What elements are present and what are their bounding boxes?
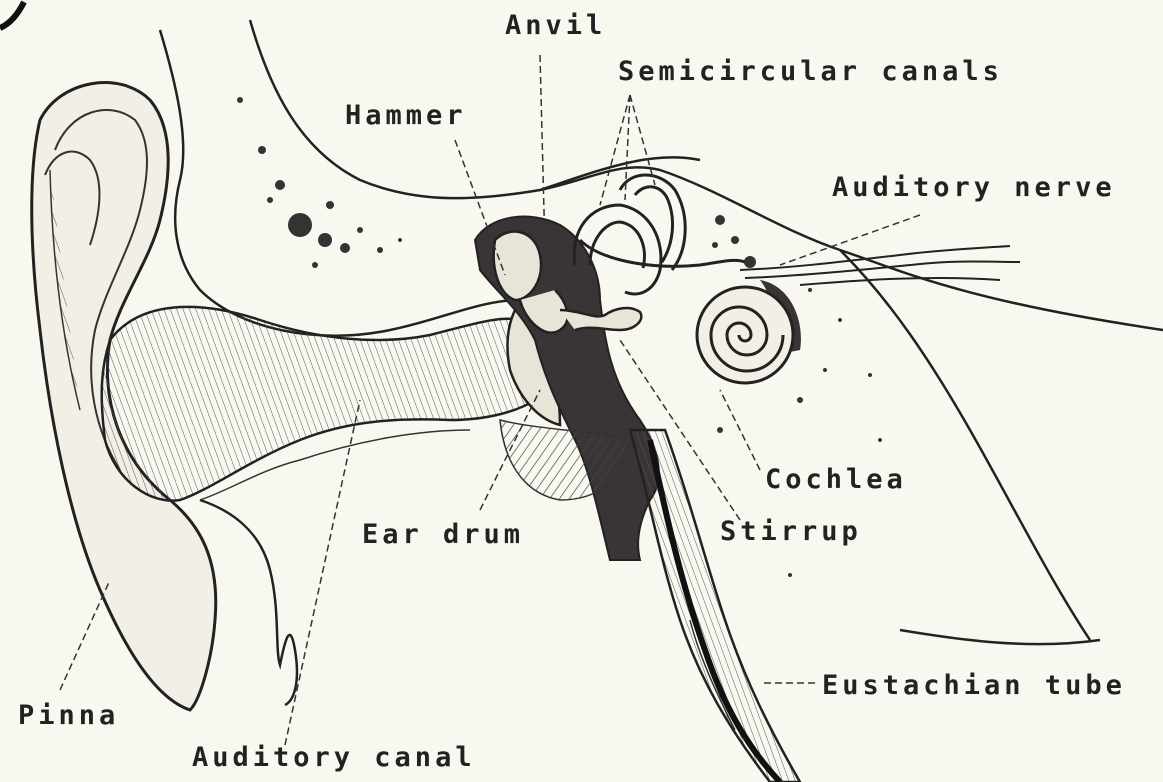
label-anvil: Anvil [505,10,606,41]
label-auditory-nerve: Auditory nerve [832,172,1116,203]
label-eustachian-tube: Eustachian tube [822,670,1126,701]
label-pinna: Pinna [18,700,119,731]
canal-shape [102,307,535,501]
label-cochlea: Cochlea [765,464,907,495]
label-semicircular-canals: Semicircular canals [618,56,1003,87]
nerve-leader [780,215,920,265]
label-auditory-canal: Auditory canal [192,742,476,773]
cochlea-leader [720,390,760,470]
canals-leader-c [630,95,655,185]
pinna-leader [60,580,110,690]
corner-mark [0,2,24,28]
cochlea-shape [697,287,793,383]
label-ear-drum: Ear drum [362,519,524,550]
auditory-nerve-shape [740,246,1020,285]
label-hammer: Hammer [345,100,467,131]
label-stirrup: Stirrup [720,516,862,547]
canal-leader [285,400,360,745]
semicircular-canals-shape [574,175,745,294]
